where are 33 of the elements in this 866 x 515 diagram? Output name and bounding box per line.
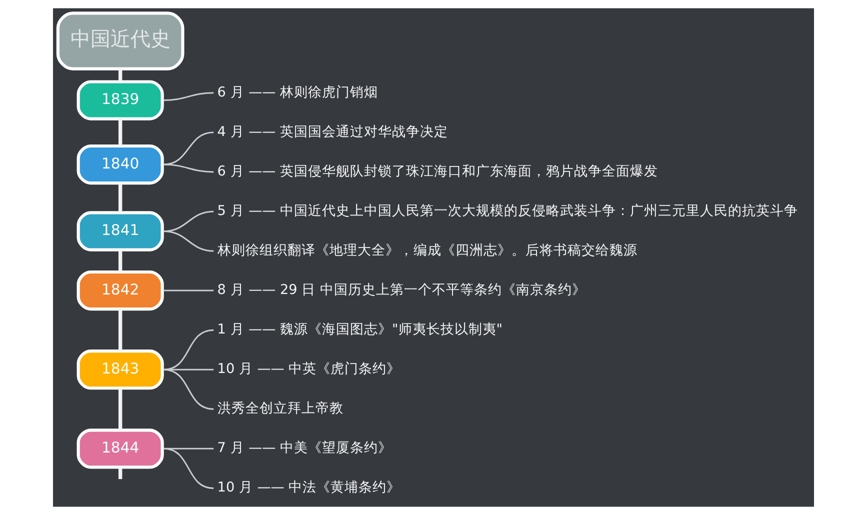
node-box: 中国近代史 [56,12,184,70]
node-text: 5 月 —— 中国近代史上中国人民第一次大规模的反侵略武装斗争：广州三元里人民的抗英斗争 [216,202,798,219]
connector [118,468,122,480]
node-box: 1840 [76,144,164,185]
node-text: 10 月 —— 中英《虎门条约》 [216,361,400,378]
connector [118,69,122,82]
connector [162,329,214,370]
connector [118,250,122,272]
connector [118,388,122,430]
connector [118,309,122,352]
node-text: 7 月 —— 中美《望厦条约》 [216,440,392,456]
node-text: 林则徐组织翻译《地理大全》，编成《四洲志》。后将书稿交给魏源 [216,242,637,258]
connector [163,164,214,173]
node-text: 6 月 —— 林则徐虎门销烟 [216,84,378,100]
node-box: 1843 [76,350,164,390]
connector [163,92,214,102]
node-text: 4 月 —— 英国国会通过对华战争决定 [216,124,448,140]
connector [118,183,122,212]
connector [118,118,122,146]
connector [163,290,214,292]
connector [162,132,214,166]
node-text: 1 月 —— 魏源《海国图志》"师夷长技以制夷" [216,322,502,338]
node-text: 8 月 —— 29 日 中国历史上第一个不平等条约《南京条约》 [216,282,586,298]
node-text: 洪秀全创立拜上帝教 [216,400,343,417]
connector [162,448,214,489]
connector [162,368,214,410]
node-box: 1841 [76,211,164,252]
node-box: 1839 [76,80,164,120]
connector [163,230,214,252]
node-box: 1844 [76,428,164,469]
node-text: 6 月 —— 英国侵华舰队封锁了珠江海口和广东海面，鸦片战争全面爆发 [216,163,658,180]
node-box: 1842 [76,270,164,311]
node-text: 10 月 —— 中法《黄埔条约》 [216,480,400,496]
